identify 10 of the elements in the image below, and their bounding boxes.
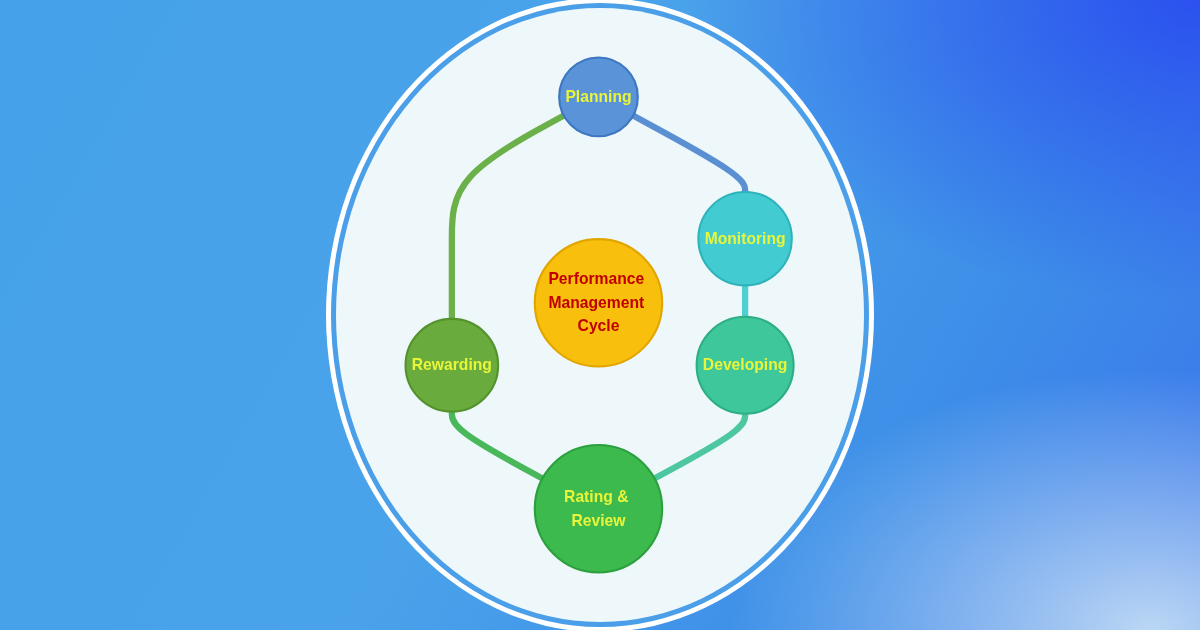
connector-line xyxy=(632,112,749,193)
circle-node: Planning xyxy=(558,56,640,138)
connector-line xyxy=(449,411,545,482)
circle-node: Developing xyxy=(696,315,796,415)
circle-node: Rating & Review xyxy=(534,444,664,574)
connector-line xyxy=(653,413,749,482)
circle-node: Performance Management Cycle xyxy=(534,238,664,368)
circle-node: Monitoring xyxy=(697,190,794,287)
connector-line xyxy=(449,112,566,320)
circle-node: Rewarding xyxy=(404,317,500,413)
